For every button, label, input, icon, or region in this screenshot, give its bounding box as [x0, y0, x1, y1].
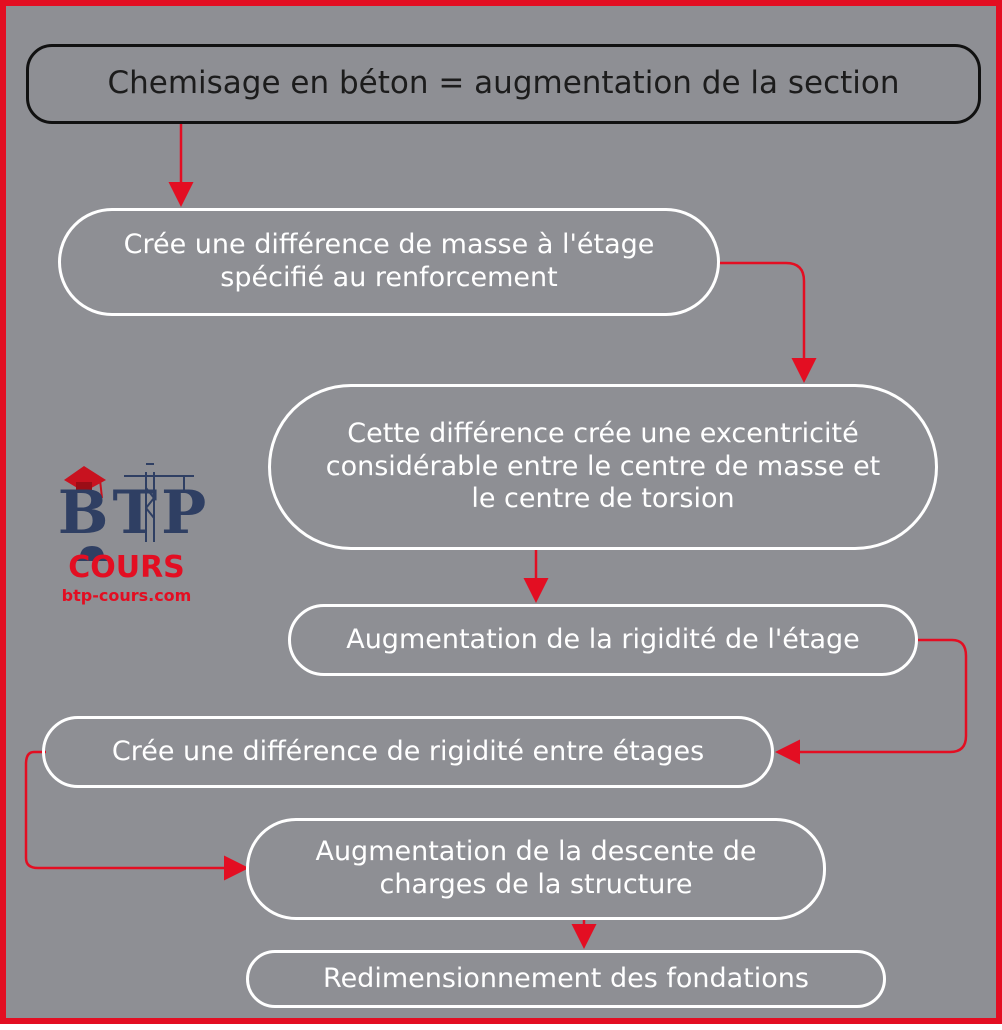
arrow-5-to-6: [24, 750, 249, 881]
step-7-box: Redimensionnement des fondations: [246, 950, 886, 1008]
step-3-text: Cette différence crée une excentricité c…: [325, 417, 881, 515]
step-4-box: Augmentation de la rigidité de l'étage: [288, 604, 918, 676]
btp-cours-logo: BTP COURS btp-cours.com: [54, 458, 214, 608]
graduation-cap-icon: [64, 466, 106, 492]
arrow-2-to-3: [719, 261, 817, 383]
arrow-4-to-5: [775, 638, 968, 765]
step-3-box: Cette différence crée une excentricité c…: [268, 384, 938, 550]
crane-icon: [124, 463, 194, 542]
step-5-text: Crée une différence de rigidité entre ét…: [111, 735, 705, 767]
hard-hat-icon: [76, 546, 108, 561]
flow-arrows: [24, 123, 968, 949]
step-5-box: Crée une différence de rigidité entre ét…: [42, 716, 774, 788]
step-6-text: Augmentation de la descente de charges d…: [315, 836, 757, 900]
logo-mark: BTP: [57, 478, 211, 548]
step-1-box: Chemisage en béton = augmentation de la …: [26, 44, 981, 124]
logo-word: COURS: [68, 550, 185, 585]
logo-site: btp-cours.com: [61, 586, 192, 605]
step-1-text: Chemisage en béton = augmentation de la …: [107, 65, 900, 102]
step-4-text: Augmentation de la rigidité de l'étage: [346, 623, 860, 655]
step-2-text: Crée une différence de masse à l'étage s…: [123, 229, 655, 293]
step-6-box: Augmentation de la descente de charges d…: [246, 818, 826, 920]
step-2-box: Crée une différence de masse à l'étage s…: [58, 208, 720, 316]
step-7-text: Redimensionnement des fondations: [323, 962, 809, 994]
logo-graphics: [64, 463, 194, 561]
